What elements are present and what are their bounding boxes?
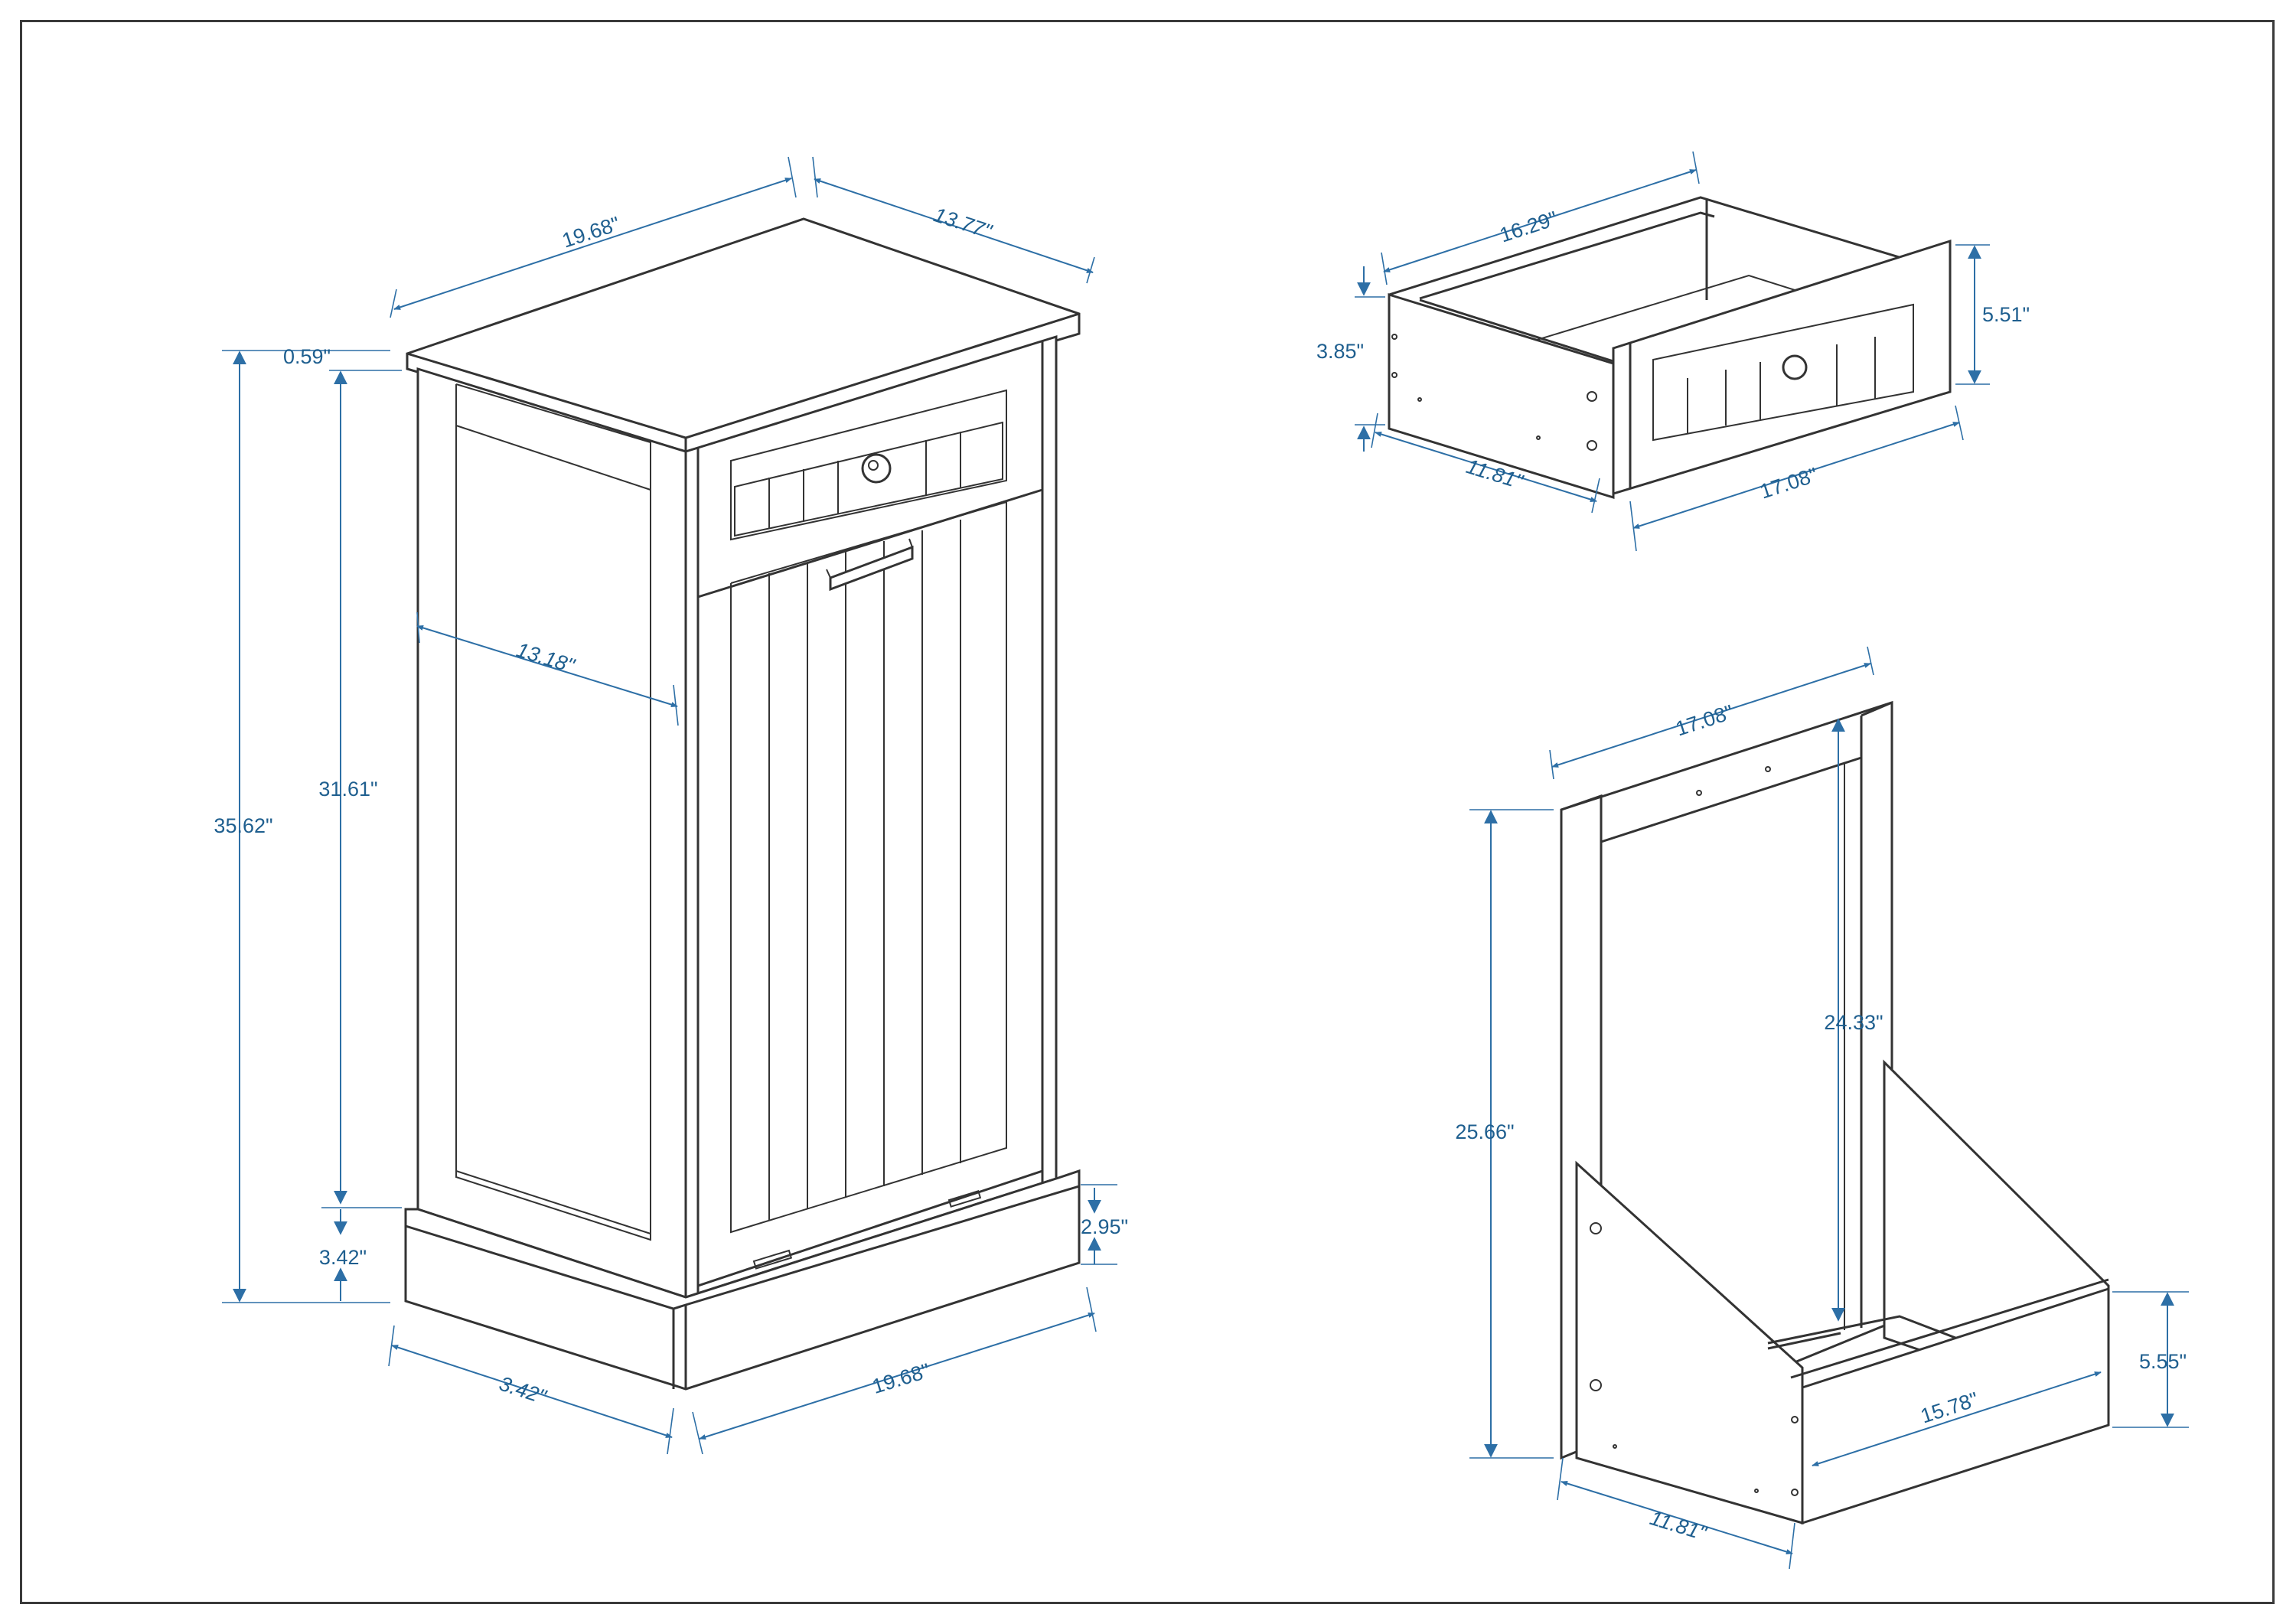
dim-cabinet-total-height: 35.62" xyxy=(214,814,272,837)
dim-bin-height: 5.55" xyxy=(2139,1350,2187,1373)
cabinet-base xyxy=(404,1169,1081,1391)
door-handle xyxy=(829,545,914,592)
dim-cabinet-top-depth: 13.77" xyxy=(931,203,995,243)
tilt-door xyxy=(696,488,1044,1288)
tilt-bin-drawing xyxy=(1560,700,2110,1525)
dim-cabinet-top-thickness: 0.59" xyxy=(283,345,331,368)
cabinet-side xyxy=(416,367,687,1300)
dim-bin-depth: 11.81" xyxy=(1647,1506,1710,1545)
dim-drawer-front-width: 17.08" xyxy=(1757,463,1821,503)
dim-drawer-side-height: 3.85" xyxy=(1316,340,1364,363)
dim-cabinet-base-depth: 3.42" xyxy=(497,1372,550,1409)
dim-cabinet-body-height: 31.61" xyxy=(318,778,377,801)
dim-drawer-front-height: 5.51" xyxy=(1982,303,2030,326)
drawer-front-knob xyxy=(1782,354,1808,380)
page-border xyxy=(20,20,2275,1604)
dim-bin-inner-height: 24.33" xyxy=(1824,1011,1883,1034)
dim-cabinet-top-width: 19.68" xyxy=(559,212,623,252)
cabinet-top xyxy=(406,217,1081,453)
cabinet-drawing xyxy=(404,217,1081,1391)
dim-cabinet-base-width: 19.68" xyxy=(869,1359,933,1398)
dim-bin-width: 17.08" xyxy=(1673,700,1737,740)
dim-cabinet-base-height: 3.42" xyxy=(319,1246,367,1269)
dim-drawer-length: 16.29" xyxy=(1497,207,1561,246)
dim-cabinet-door-gap: 2.95" xyxy=(1081,1215,1128,1238)
dim-bin-frame-height: 25.66" xyxy=(1455,1120,1514,1143)
